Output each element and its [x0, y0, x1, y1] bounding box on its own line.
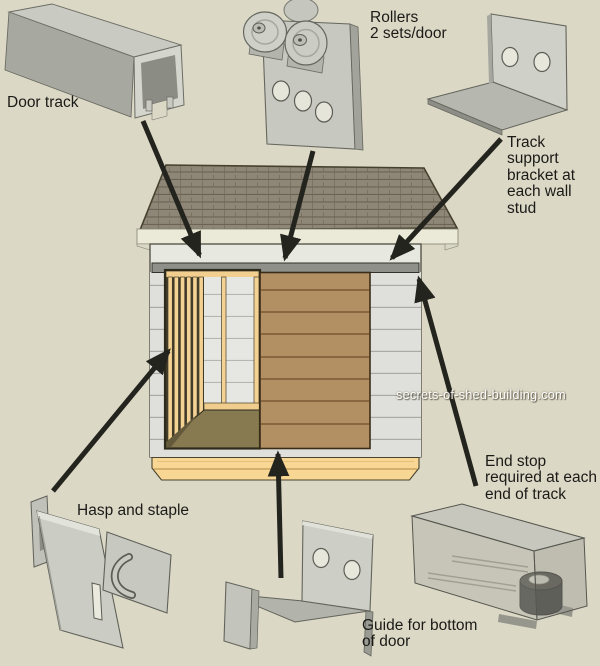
label-line: 2 sets/door	[370, 25, 447, 43]
arrow-door-guide	[267, 450, 290, 579]
end-stop-illustration	[410, 503, 588, 629]
wall-bracket-illustration	[426, 13, 569, 136]
arrow-rollers	[280, 150, 316, 262]
hasp-label: Hasp and staple	[77, 502, 190, 519]
label-line: End stop	[485, 453, 547, 470]
shed-illustration	[136, 164, 459, 481]
label-line: end of track	[485, 485, 566, 503]
door-guide-label: Guide for bottom of door	[362, 617, 478, 651]
annotation-arrows	[51, 120, 503, 579]
label-line: stud	[507, 199, 537, 217]
shed-door	[259, 271, 371, 450]
label-line: Guide for bottom	[362, 617, 478, 634]
arrow-wall-bracket	[389, 137, 503, 261]
label-line: Door track	[7, 94, 79, 111]
label-line: Hasp and staple	[77, 502, 190, 519]
door-track-illustration	[4, 3, 185, 121]
door-guide-illustration	[223, 520, 374, 657]
base-skids	[151, 456, 420, 481]
doorway-opening	[163, 268, 262, 450]
watermark: secrets-of-shed-building.com	[396, 387, 566, 402]
arrow-hasp	[51, 348, 171, 493]
hasp-illustration	[30, 495, 172, 649]
end-stop-label: End stop required at each end of track	[485, 453, 598, 503]
arrow-door-track	[140, 120, 202, 259]
rollers-label: Rollers 2 sets/door	[370, 9, 447, 43]
label-line: support	[507, 150, 559, 168]
label-line: Rollers	[370, 9, 419, 26]
label-line: Track	[507, 134, 546, 151]
door-track-label: Door track	[7, 94, 79, 111]
rollers-illustration	[242, 0, 364, 151]
track-support-bracket-label: Track support bracket at each wall stud	[507, 134, 576, 217]
label-line: each wall	[507, 183, 572, 201]
label-line: bracket at	[507, 166, 576, 184]
arrow-end-stop	[414, 275, 479, 487]
label-line: of door	[362, 633, 411, 651]
label-line: required at each	[485, 469, 598, 487]
